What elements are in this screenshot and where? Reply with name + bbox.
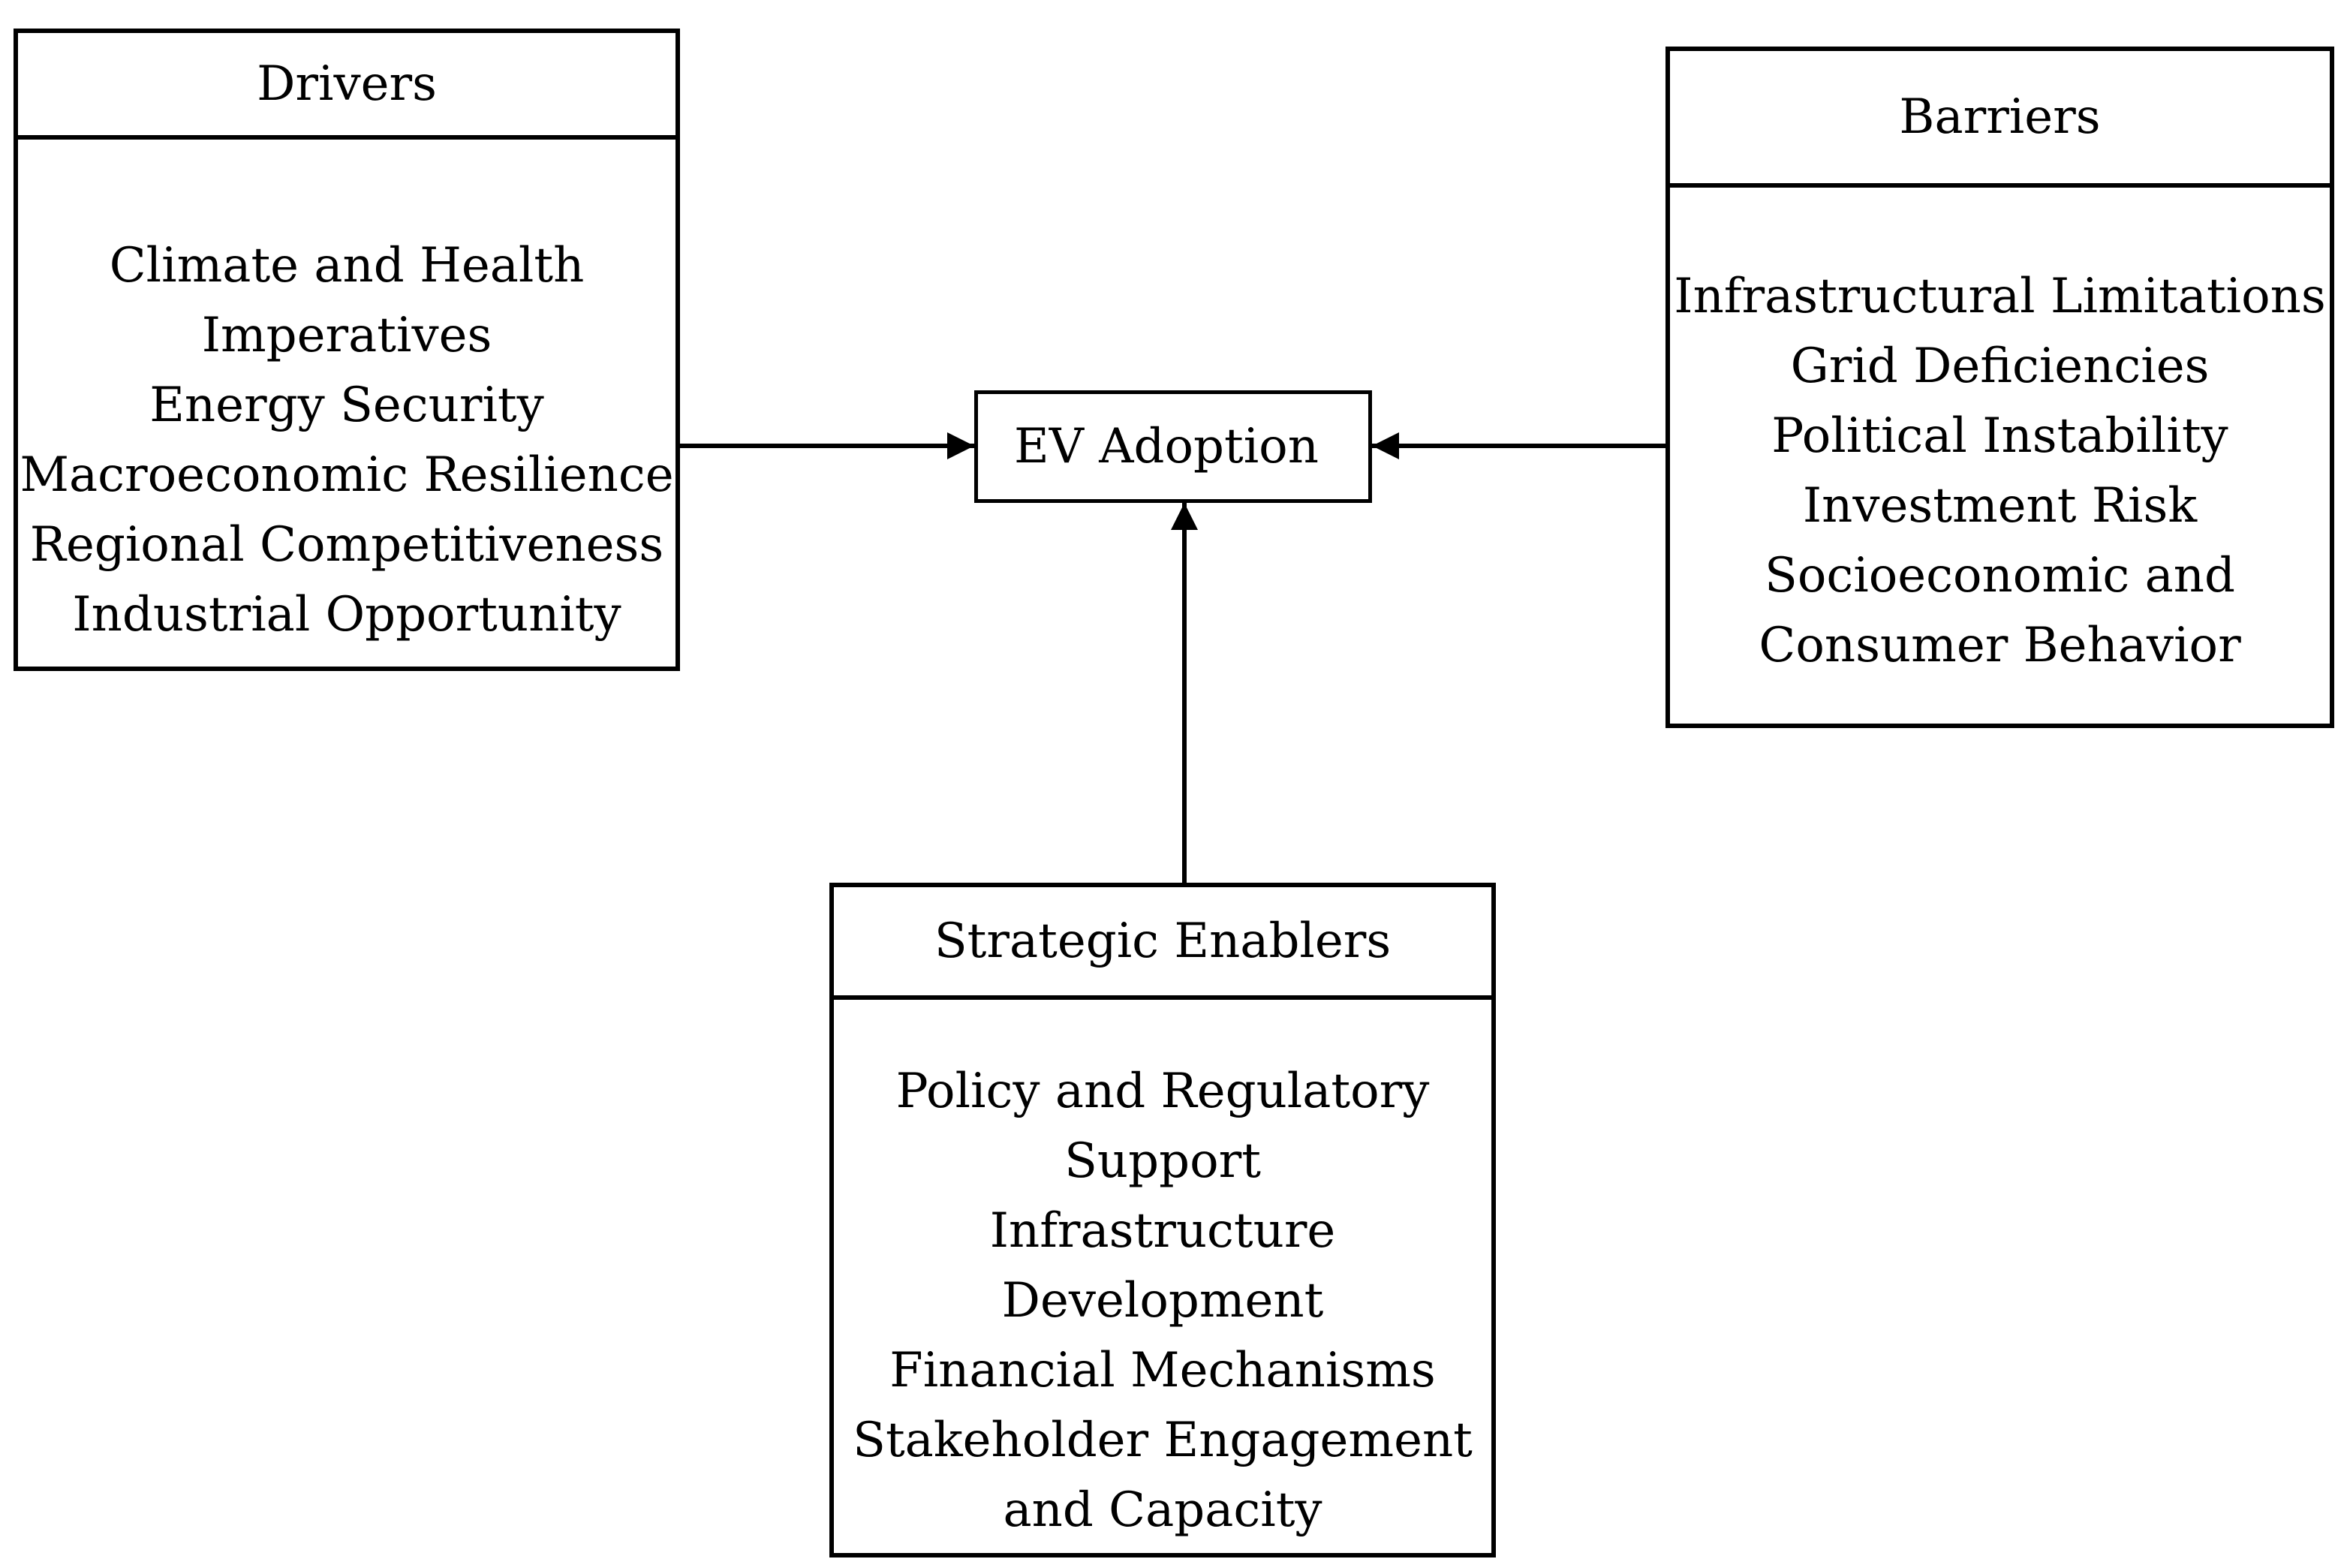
- ev-adoption-label: EV Adoption: [1014, 419, 1319, 474]
- drivers-title: Drivers: [18, 33, 676, 140]
- drivers-item: Macroeconomic Resilience: [20, 447, 674, 503]
- drivers-item: Imperatives: [201, 308, 492, 363]
- drivers-item: Industrial Opportunity: [72, 587, 621, 643]
- barriers-title: Barriers: [1670, 51, 2330, 188]
- enablers-item: and Capacity: [1003, 1482, 1322, 1538]
- barriers-box: Barriers Infrastructural Limitations Gri…: [1665, 47, 2334, 728]
- drivers-item: Regional Competitiveness: [29, 517, 664, 573]
- barriers-list: Infrastructural Limitations Grid Deficie…: [1670, 262, 2330, 681]
- barriers-item: Consumer Behavior: [1759, 618, 2241, 673]
- barriers-item: Investment Risk: [1802, 478, 2198, 534]
- strategic-enablers-list: Policy and Regulatory Support Infrastruc…: [834, 1057, 1491, 1545]
- strategic-enablers-title: Strategic Enablers: [834, 887, 1491, 1000]
- strategic-enablers-box: Strategic Enablers Policy and Regulatory…: [829, 883, 1496, 1557]
- enablers-item: Development: [1001, 1273, 1324, 1329]
- drivers-list: Climate and Health Imperatives Energy Se…: [18, 231, 676, 650]
- enablers-item: Financial Mechanisms: [889, 1343, 1436, 1398]
- enablers-item: Support: [1064, 1133, 1261, 1189]
- drivers-item: Climate and Health: [109, 238, 585, 293]
- enablers-item: Infrastructure: [989, 1203, 1336, 1259]
- enablers-item: Stakeholder Engagement: [853, 1413, 1473, 1468]
- ev-adoption-box: EV Adoption: [974, 390, 1372, 503]
- barriers-item: Infrastructural Limitations: [1674, 269, 2326, 324]
- barriers-item: Socioeconomic and: [1765, 548, 2235, 603]
- barriers-item: Political Instability: [1771, 408, 2228, 464]
- enablers-item: Policy and Regulatory: [895, 1064, 1430, 1119]
- drivers-item: Energy Security: [149, 378, 544, 433]
- drivers-box: Drivers Climate and Health Imperatives E…: [14, 29, 680, 671]
- barriers-item: Grid Deficiencies: [1790, 339, 2210, 394]
